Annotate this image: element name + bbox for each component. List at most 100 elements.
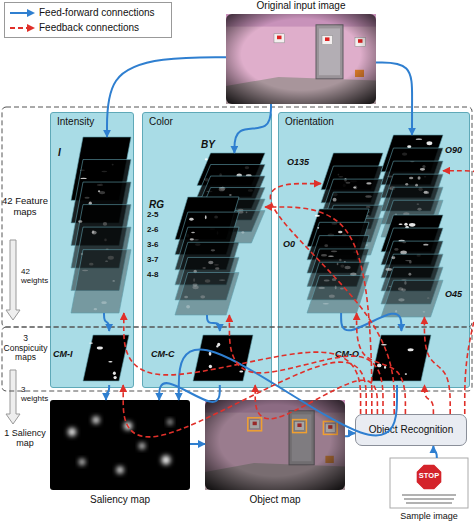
map-blob [343, 184, 346, 187]
map-blob [384, 366, 386, 369]
map-layer [381, 161, 443, 198]
legend-line [10, 12, 28, 14]
map-layer [71, 205, 131, 268]
feedback-connector [255, 380, 377, 419]
map-blob [224, 205, 227, 207]
map-blob [411, 218, 413, 221]
node-label: O135 [287, 157, 309, 167]
map-blob [215, 267, 219, 270]
map-blob [345, 182, 350, 184]
fine-print [402, 494, 456, 495]
feature-map [197, 176, 265, 208]
map-layer [307, 276, 369, 313]
map-blob [335, 226, 338, 229]
wall [226, 14, 376, 104]
map-blob [405, 260, 411, 261]
node-graphic [197, 153, 265, 243]
feedback-connector [443, 171, 474, 414]
node-label: O45 [445, 289, 462, 299]
map-blob [335, 229, 337, 233]
map-blob [216, 202, 219, 206]
map-blob [328, 256, 334, 258]
map-blob [245, 166, 249, 169]
feature-map [381, 174, 443, 211]
scale-label: 3-7 [147, 256, 159, 265]
map-blob [219, 173, 222, 176]
map-blob [205, 279, 211, 282]
map-blob [404, 223, 407, 226]
map-blob [405, 226, 409, 229]
node-graphic [381, 135, 443, 237]
stop-sign [253, 422, 257, 426]
map-layer [71, 160, 131, 223]
map-layer [381, 215, 443, 252]
map-blob [418, 176, 421, 180]
feature-map [83, 335, 129, 381]
feature-panel: OrientationO135O90O0O45CM-O [278, 112, 470, 388]
map-blob [324, 244, 328, 247]
map-blob [338, 174, 340, 176]
map-blob [186, 234, 190, 238]
map-layer [307, 236, 369, 273]
node-label: Saliency map [50, 494, 190, 505]
feature-map [71, 137, 131, 200]
map-blob [331, 250, 337, 252]
map-blob [216, 345, 218, 347]
map-blob [328, 234, 335, 238]
lens-vignette [226, 14, 376, 104]
saliency-image [50, 400, 190, 490]
map-blob [331, 223, 337, 225]
map-layer [71, 182, 131, 245]
map-blob [113, 376, 116, 379]
stop-sign [297, 423, 301, 427]
map-blob [342, 212, 344, 214]
feature-panel: ColorBYRGCM-C [142, 112, 272, 388]
map-blob [209, 365, 212, 369]
wall-sign [355, 37, 366, 46]
sample-image: STOPSample image [390, 458, 468, 524]
map-blob [200, 295, 205, 298]
map-blob [409, 177, 413, 180]
feedback-connector [229, 315, 383, 414]
fine-print [406, 502, 452, 503]
door [289, 411, 314, 465]
node-graphic [175, 197, 239, 315]
map-blob [209, 352, 212, 356]
map-blob [113, 371, 116, 375]
feedforward-connector [341, 313, 401, 331]
map-layer [381, 280, 443, 317]
feature-map [175, 197, 239, 239]
map-blob [344, 261, 346, 262]
map-blob [333, 193, 338, 197]
node-graphic [51, 113, 135, 389]
map-blob [92, 231, 97, 235]
map-blob [398, 298, 404, 301]
map-blob [408, 273, 411, 276]
map-blob [239, 370, 243, 372]
feature-map [381, 161, 443, 198]
stop-sign [358, 39, 363, 43]
feature-map [307, 276, 369, 313]
map-blob [112, 280, 114, 282]
map-blob [208, 261, 213, 264]
salient-spot [79, 459, 85, 465]
map-blob [427, 141, 433, 145]
map-blob [353, 187, 356, 189]
feature-map [193, 335, 253, 381]
map-blob [237, 211, 244, 214]
feature-map [381, 187, 443, 224]
map-layer [321, 218, 383, 255]
feature-map [71, 227, 131, 290]
feedback-connector [425, 385, 434, 414]
object-map: Object map [205, 400, 345, 510]
map-blob [98, 190, 100, 192]
map-blob [209, 228, 215, 229]
map-blob [189, 218, 193, 221]
feature-map [321, 205, 383, 242]
map-layer [381, 267, 443, 304]
map-blob [329, 295, 335, 298]
feature-panel: IntensityICM-I [50, 112, 134, 388]
map-blob [92, 230, 95, 233]
map-blob [82, 270, 88, 271]
